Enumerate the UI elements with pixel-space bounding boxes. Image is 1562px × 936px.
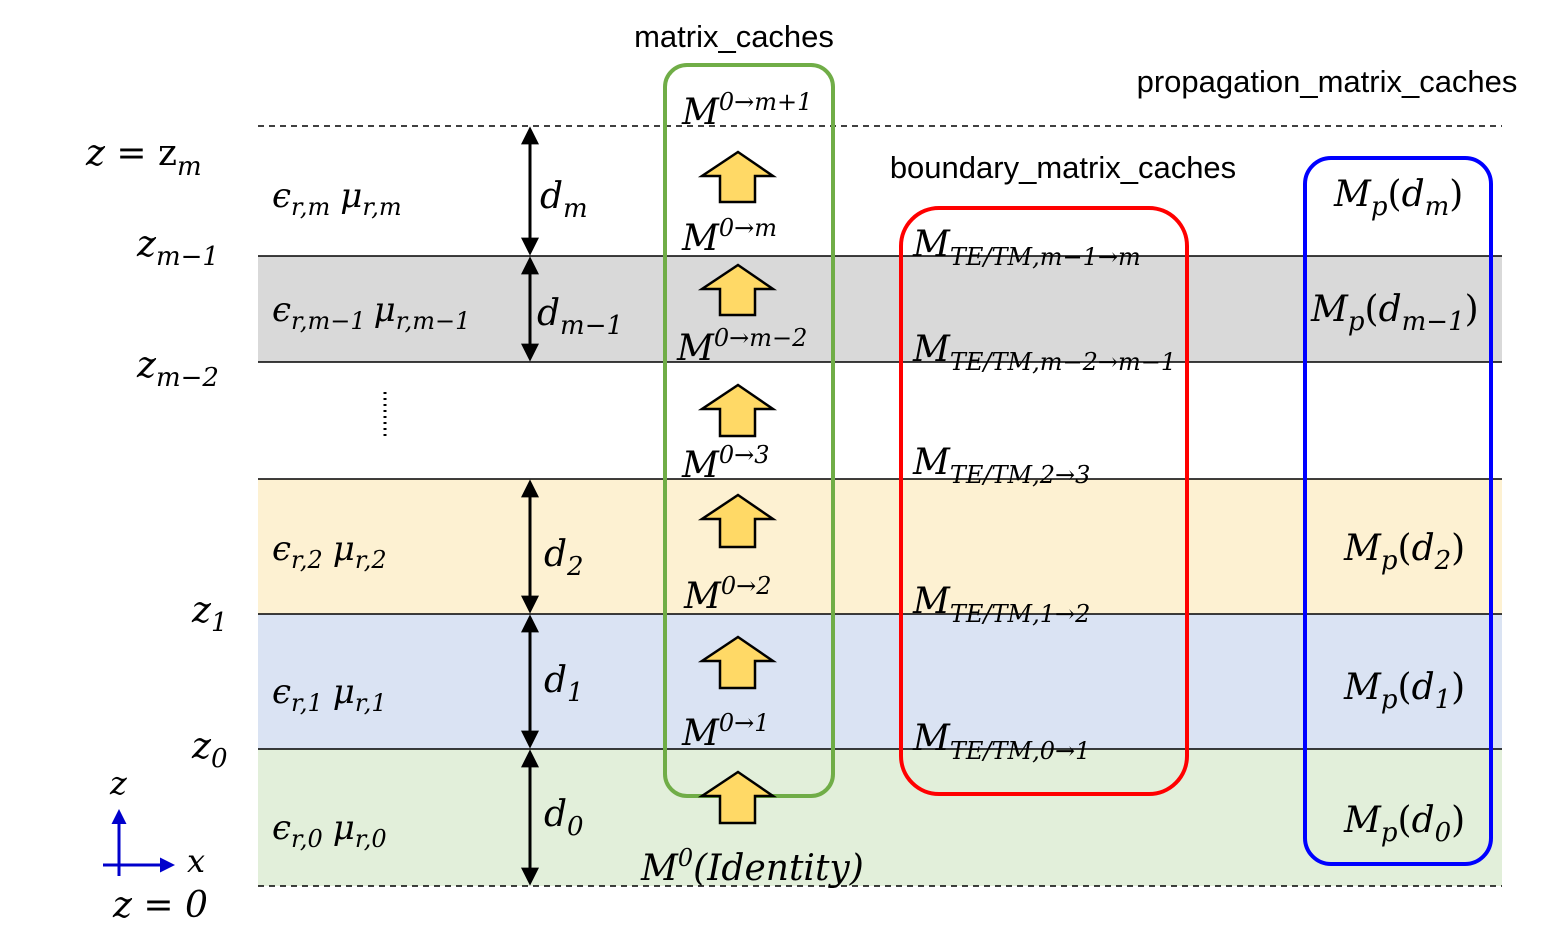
thickness-label-d0: d0 xyxy=(544,794,584,842)
up-arrow-icons xyxy=(697,150,778,825)
boundary-matrix-2: MTE/TM,1→2 xyxy=(912,581,1090,628)
thickness-label-dm1: dm−1 xyxy=(537,293,623,341)
thickness-label-d1: d1 xyxy=(544,660,584,708)
z-label-zero: z = 0 xyxy=(112,885,208,926)
boundary-matrix-1: MTE/TM,0→1 xyxy=(912,718,1090,765)
matrix-cache-identity: M0(Identity) xyxy=(640,844,864,889)
thickness-label-dm: dm xyxy=(540,176,588,224)
layer-band-0 xyxy=(258,749,1502,886)
matrix-cache-m-minus-2: M0→m−2 xyxy=(676,324,807,369)
matrix-cache-m-plus-1: M0→m+1 xyxy=(681,88,812,133)
up-arrow-icon xyxy=(697,150,778,204)
propagation-matrix-2: Mp(d2) xyxy=(1343,528,1465,576)
propagation-matrix-caches-title: propagation_matrix_caches xyxy=(1137,64,1518,99)
up-arrow-icon xyxy=(697,493,778,549)
propagation-matrix-0: Mp(d0) xyxy=(1343,800,1465,848)
propagation-matrix-m-minus-1: Mp(dm−1) xyxy=(1310,289,1479,337)
matrix-cache-2: M0→2 xyxy=(683,572,772,617)
propagation-matrix-m: Mp(dm) xyxy=(1333,174,1463,222)
boundary-matrix-m-minus-1: MTE/TM,m−2→m−1 xyxy=(912,329,1176,376)
matrix-caches-title: matrix_caches xyxy=(634,19,834,54)
up-arrow-icon xyxy=(697,263,778,317)
boundary-matrix-caches-title: boundary_matrix_caches xyxy=(890,150,1236,185)
z-label-zm2: zm−2 xyxy=(136,345,219,393)
boundary-matrix-m: MTE/TM,m−1→m xyxy=(912,224,1141,271)
z-axis-label: z xyxy=(109,764,128,802)
thickness-label-d2: d2 xyxy=(544,534,584,582)
layer-band-2 xyxy=(258,479,1502,614)
layer-band-m-minus-1 xyxy=(258,256,1502,362)
layer-band-1 xyxy=(258,614,1502,749)
z-label-zm: z = zm xyxy=(85,133,202,182)
up-arrow-icon xyxy=(697,383,778,438)
propagation-matrix-caches-box xyxy=(1303,156,1493,866)
boundary-matrix-3: MTE/TM,2→3 xyxy=(912,442,1090,489)
propagation-matrix-1: Mp(d1) xyxy=(1343,667,1465,715)
x-axis-label: x xyxy=(187,842,205,880)
up-arrow-icon xyxy=(697,635,778,690)
matrix-cache-m: M0→m xyxy=(681,214,777,259)
up-arrow-icon xyxy=(697,770,778,825)
z-label-zm1: zm−1 xyxy=(136,224,219,272)
z-label-z0: z0 xyxy=(191,726,228,774)
matrix-cache-1: M0→1 xyxy=(681,709,770,754)
boundary-matrix-caches-box xyxy=(899,206,1189,796)
z-label-z1: z1 xyxy=(191,590,228,638)
matrix-cache-3: M0→3 xyxy=(681,441,770,486)
